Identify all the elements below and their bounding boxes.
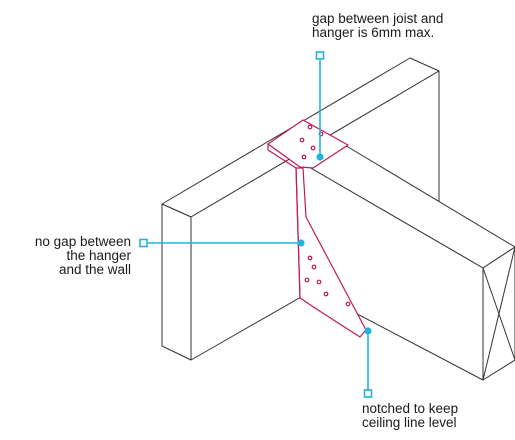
wall-end-face xyxy=(161,203,192,361)
hanger-side-plate xyxy=(295,167,367,338)
gap-callout-marker xyxy=(315,51,325,60)
annotation-line: the hanger xyxy=(66,248,131,263)
annotation-line: gap between joist and xyxy=(312,11,444,26)
hanger-nail-hole xyxy=(323,291,329,297)
hanger-flange-edge xyxy=(267,149,297,169)
joist xyxy=(301,140,515,381)
joist-hanger xyxy=(267,119,367,338)
annotation-line: no gap between xyxy=(34,234,131,249)
callouts xyxy=(139,51,373,398)
wall-callout-point xyxy=(297,239,305,247)
annotation-line: and the wall xyxy=(58,262,131,277)
hanger-nail-hole xyxy=(307,255,313,261)
hanger-top-flange xyxy=(267,119,349,169)
hanger-nail-hole xyxy=(310,145,316,151)
notch-callout-marker xyxy=(363,389,373,398)
hanger-nail-hole xyxy=(311,264,317,270)
notch-callout-point xyxy=(364,327,372,335)
hanger-nail-hole xyxy=(301,154,307,160)
annotation-line: notched to keep xyxy=(362,401,459,416)
gap-callout-point xyxy=(316,153,324,161)
hanger-nail-hole xyxy=(307,124,313,130)
hanger-bend-line xyxy=(295,167,301,299)
annotation-line: ceiling line level xyxy=(362,415,457,430)
wall-callout-marker xyxy=(139,238,148,248)
notch-annotation: notched to keep ceiling line level xyxy=(362,402,458,430)
hanger-nail-hole xyxy=(304,277,310,283)
wall-annotation: no gap between the hanger and the wall xyxy=(6,235,131,277)
hanger-nail-hole xyxy=(316,279,322,285)
joist-end-grain-line xyxy=(482,246,515,381)
hanger-nail-hole xyxy=(345,301,351,307)
hanger-nail-hole xyxy=(299,137,305,143)
annotation-line: hanger is 6mm max. xyxy=(312,25,435,40)
gap-annotation: gap between joist and hanger is 6mm max. xyxy=(312,12,443,40)
